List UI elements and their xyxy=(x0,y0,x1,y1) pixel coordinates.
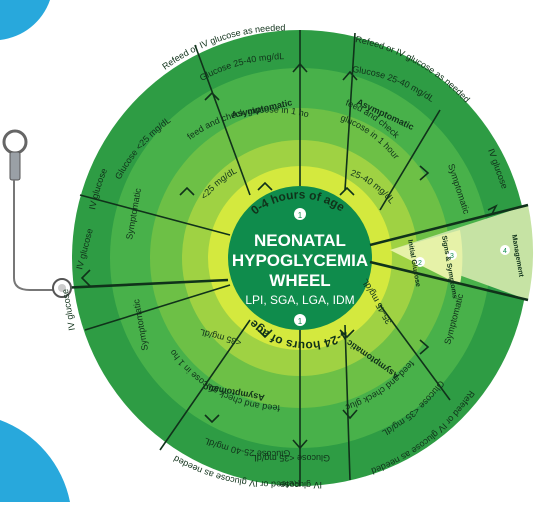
top-badge-number: 1 xyxy=(298,211,303,220)
blue-corner-top-left xyxy=(0,0,50,40)
glucose-step-number: 2 xyxy=(418,260,422,267)
signs-slice[interactable] xyxy=(390,230,463,285)
arrow-markers xyxy=(80,62,498,450)
center-subtitle: LPI, SGA, LGA, IDM xyxy=(245,293,354,307)
signs-step-number: 3 xyxy=(450,253,454,260)
top-badge xyxy=(294,208,306,220)
center-disk xyxy=(228,186,372,330)
bottom-badge xyxy=(294,314,306,326)
management-step-number: 4 xyxy=(503,248,507,255)
center-title-line2: HYPOGLYCEMIA xyxy=(232,251,368,270)
bottom-mid-text: Glucose <35 mg/dL xyxy=(252,453,330,463)
signs-step-badge xyxy=(447,250,457,260)
glucose-step-badge xyxy=(415,257,425,267)
center-title-line1: NEONATAL xyxy=(254,231,346,250)
sector-lines xyxy=(59,30,529,486)
left-iv-lower-text: IV glucose xyxy=(60,288,77,331)
bottom-outer-text: IV glucose xyxy=(280,480,322,490)
management-step-badge xyxy=(500,245,510,255)
bottom-badge-number: 1 xyxy=(298,317,303,326)
blue-corner-bottom-left xyxy=(0,420,70,502)
center-title-line3: WHEEL xyxy=(269,271,330,290)
key-ring-icon[interactable] xyxy=(2,129,72,298)
